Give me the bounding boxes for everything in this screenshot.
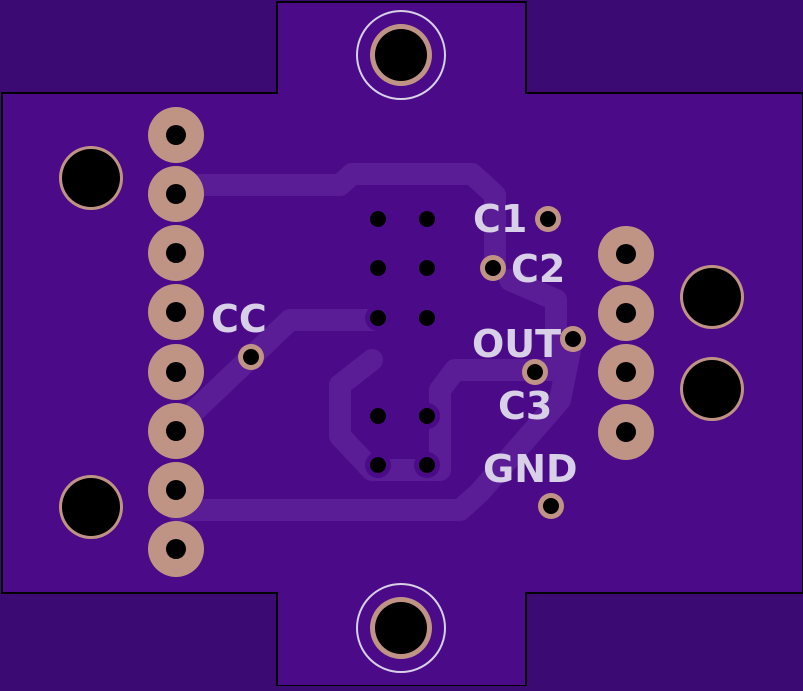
side-hole-right-bottom-drill [683, 360, 741, 418]
test-point-c1-drill [540, 211, 556, 227]
trace-out [417, 269, 567, 481]
test-point-c2-drill [485, 260, 501, 276]
trace-bottom [165, 329, 583, 521]
test-point-cc-drill [243, 349, 259, 365]
label-c3: C3 [498, 384, 552, 428]
via-drill [370, 408, 386, 424]
trace-middle [174, 309, 387, 431]
right-header-drill-3 [616, 362, 636, 382]
via-drill [419, 211, 435, 227]
left-header-drill-6 [166, 421, 186, 441]
right-header [598, 226, 654, 460]
side-hole-left-bottom-drill [62, 478, 120, 536]
left-header-drill-1 [166, 125, 186, 145]
mounting-hole-bottom-drill [375, 602, 427, 654]
trace-center-loop [329, 349, 439, 481]
label-cc: CC [211, 297, 267, 341]
mounting-hole-top-ring [356, 10, 446, 100]
mounting-hole-bottom-ring [356, 583, 446, 673]
label-c2: C2 [511, 247, 565, 291]
via-drill [370, 260, 386, 276]
via-drill [370, 457, 386, 473]
via-drill [419, 310, 435, 326]
test-point-gnd-drill [543, 498, 559, 514]
via-grid [365, 206, 440, 478]
traces [165, 163, 583, 521]
trace-top [165, 163, 506, 273]
test-points [238, 206, 586, 519]
left-header-drill-7 [166, 480, 186, 500]
mounting-hole-top-drill [375, 29, 427, 81]
side-hole-right-top-drill [683, 268, 741, 326]
test-point-c3-drill [527, 364, 543, 380]
left-header-drill-8 [166, 539, 186, 559]
left-header-drill-5 [166, 362, 186, 382]
left-header-drill-4 [166, 302, 186, 322]
label-c1: C1 [473, 197, 527, 241]
mounting-holes [356, 10, 446, 673]
via-drill [419, 260, 435, 276]
test-point-out-drill [565, 331, 581, 347]
right-header-drill-4 [616, 422, 636, 442]
right-header-drill-1 [616, 244, 636, 264]
via-drill [370, 310, 386, 326]
via-drill [370, 211, 386, 227]
side-hole-left-top-drill [62, 149, 120, 207]
label-out: OUT [472, 322, 561, 366]
via-drill [419, 457, 435, 473]
left-header-drill-3 [166, 243, 186, 263]
silkscreen-labels: CC C1 C2 OUT C3 GND [211, 197, 578, 491]
right-header-drill-2 [616, 303, 636, 323]
via-drill [419, 408, 435, 424]
side-holes [59, 146, 744, 539]
left-header-drill-2 [166, 184, 186, 204]
left-header [148, 107, 204, 577]
label-gnd: GND [483, 447, 578, 491]
